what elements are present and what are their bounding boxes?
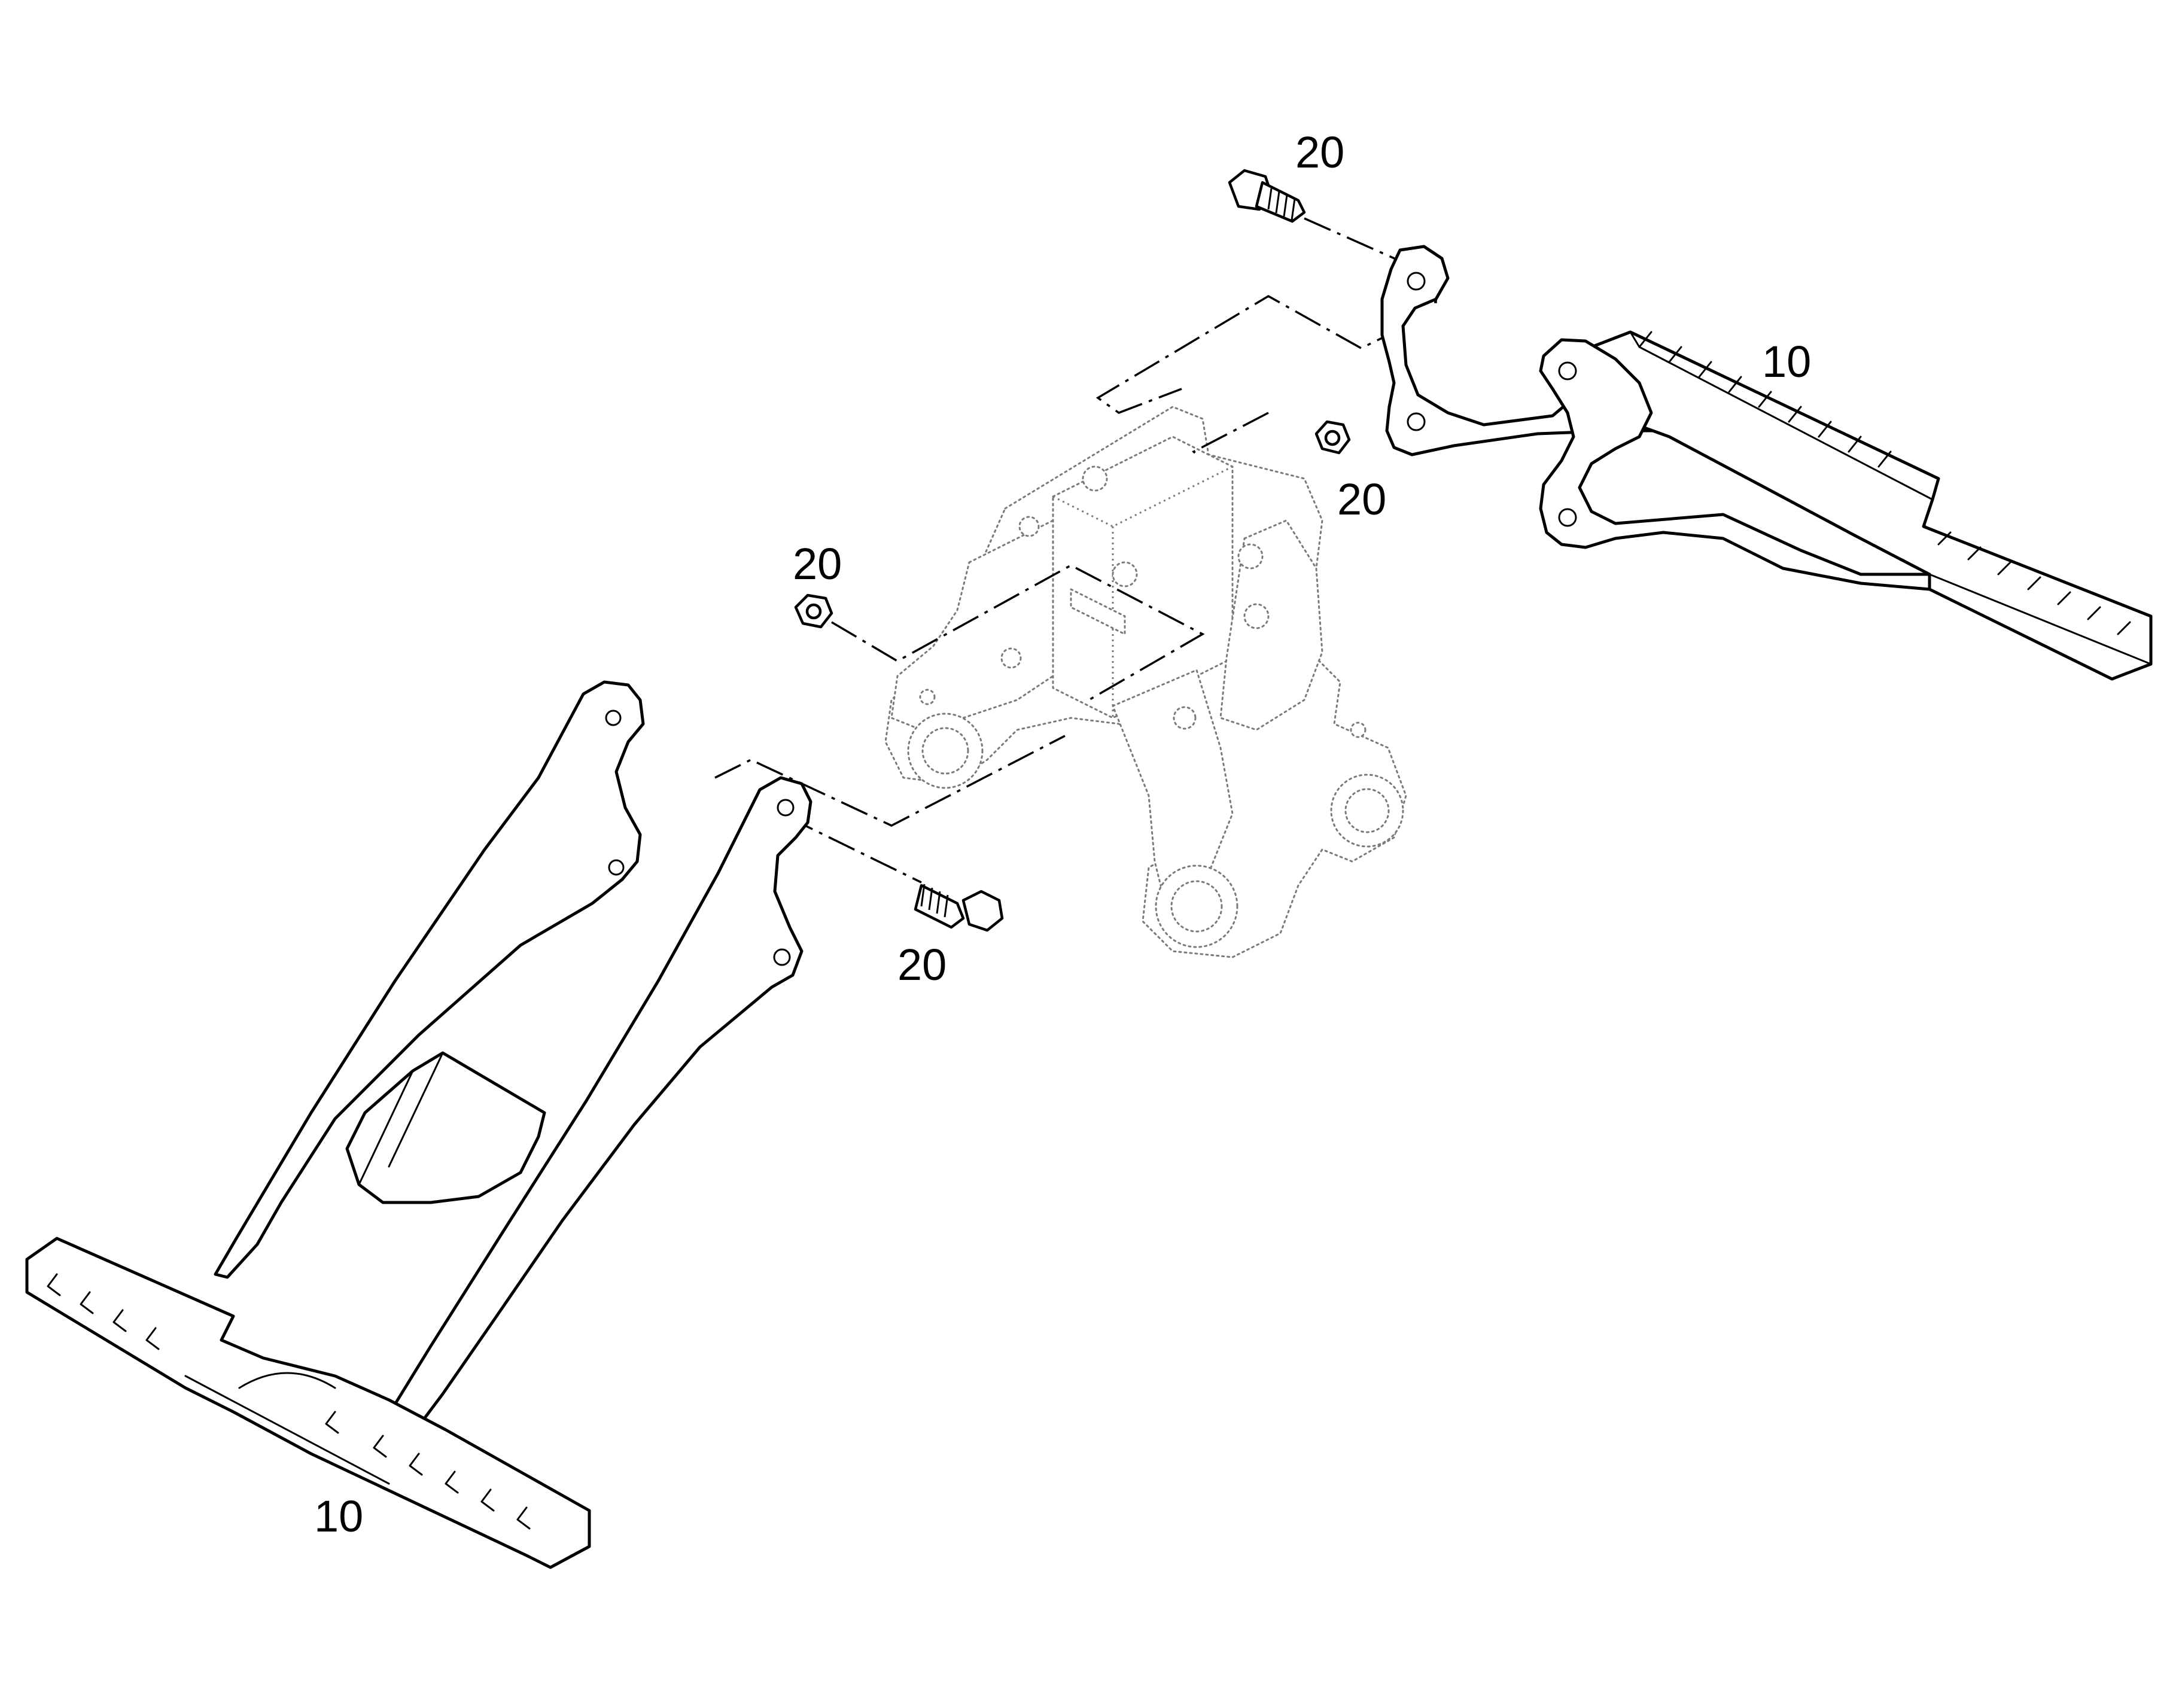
callout-nut-left: 20: [793, 539, 842, 589]
leader-nut-right: [1192, 412, 1269, 459]
callout-bolt-bottom: 20: [897, 940, 947, 990]
callout-bolt-top: 20: [1295, 127, 1344, 177]
right-arm-part: [1380, 245, 2153, 681]
bolt-bottom: [914, 884, 1004, 932]
leader-bolt-bottom: [786, 815, 922, 884]
leader-nut-left: [831, 564, 1205, 701]
leader-lower-plate: [714, 735, 1066, 827]
callout-nut-right: 20: [1337, 474, 1386, 524]
left-arm-part: [25, 680, 812, 1569]
nut-left: [794, 593, 833, 629]
central-bracket-ghost: [884, 406, 1407, 958]
nut-right: [1314, 420, 1351, 455]
bolt-top: [1228, 169, 1306, 223]
callout-arm-left: 10: [314, 1491, 363, 1541]
leader-top-plate-to-bracket: [1095, 294, 1404, 414]
callout-arm-right: 10: [1762, 337, 1811, 386]
